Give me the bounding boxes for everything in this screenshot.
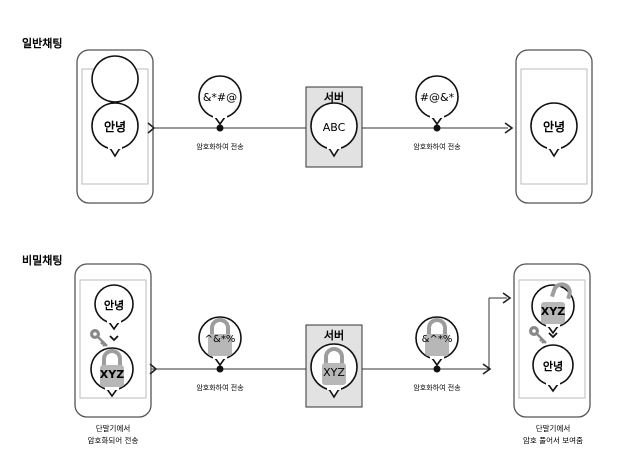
section-title-normal: 일반채팅 — [22, 36, 62, 50]
bubble-tail — [106, 388, 118, 398]
section-title-secret: 비밀채팅 — [22, 253, 62, 267]
bubble-text: XYZ — [541, 305, 565, 318]
chevron-down-icon — [548, 332, 558, 339]
bubble-tail — [214, 357, 226, 367]
bubble-text: 안녕 — [104, 298, 124, 312]
arrow-head-icon — [504, 122, 514, 134]
bubble-tail — [108, 321, 120, 331]
bubble-tail — [547, 383, 559, 393]
bubble-tail — [431, 116, 443, 126]
bubble-tail — [547, 325, 559, 335]
bubble-text: XYZ — [100, 368, 124, 381]
bubble-tail — [328, 147, 340, 158]
transmission-caption: 암호화하여 전송 — [196, 142, 244, 151]
bubble-text: 안녕 — [543, 359, 563, 373]
bubble-text: &^*% — [422, 334, 453, 345]
arrow-head-icon — [502, 292, 512, 304]
arrow-head-icon — [482, 363, 492, 375]
arrow-head-icon — [147, 122, 156, 134]
bubble-text: &*#@ — [203, 91, 237, 104]
transmission-dot — [433, 124, 441, 132]
bubble-tail — [548, 147, 560, 158]
transmission-dot — [216, 124, 224, 132]
bubble-tail — [431, 357, 443, 367]
phone-caption-line2: 암호화되어 전송 — [88, 435, 139, 445]
phone-caption-line1: 단말기에서 — [96, 423, 131, 433]
server-title: 서버 — [324, 90, 344, 104]
phone-caption-line2: 암호 풀어서 보여줌 — [523, 435, 583, 445]
bubble-tail — [328, 388, 340, 399]
transmission-dot — [216, 365, 224, 373]
bubble-text: ^&*% — [205, 334, 236, 345]
chat-bubble — [91, 55, 139, 103]
bubble-tail — [109, 147, 121, 158]
bubble-text: 안녕 — [543, 119, 565, 134]
bubble-text: #@&* — [420, 91, 455, 104]
transmission-dot — [433, 365, 441, 373]
bubble-text: XYZ — [323, 366, 345, 379]
transmission-caption: 암호화하여 전송 — [413, 142, 461, 151]
bubble-text: ABC — [323, 121, 346, 134]
transmission-caption: 암호화하여 전송 — [413, 383, 461, 392]
transmission-caption: 암호화하여 전송 — [196, 383, 244, 392]
bubble-tail — [214, 116, 226, 126]
server-title: 서버 — [324, 328, 344, 342]
phone-caption-line1: 단말기에서 — [536, 423, 571, 433]
chevron-down-icon — [109, 335, 119, 342]
bubble-text: 안녕 — [104, 119, 126, 134]
arrow-head-icon — [149, 363, 158, 375]
